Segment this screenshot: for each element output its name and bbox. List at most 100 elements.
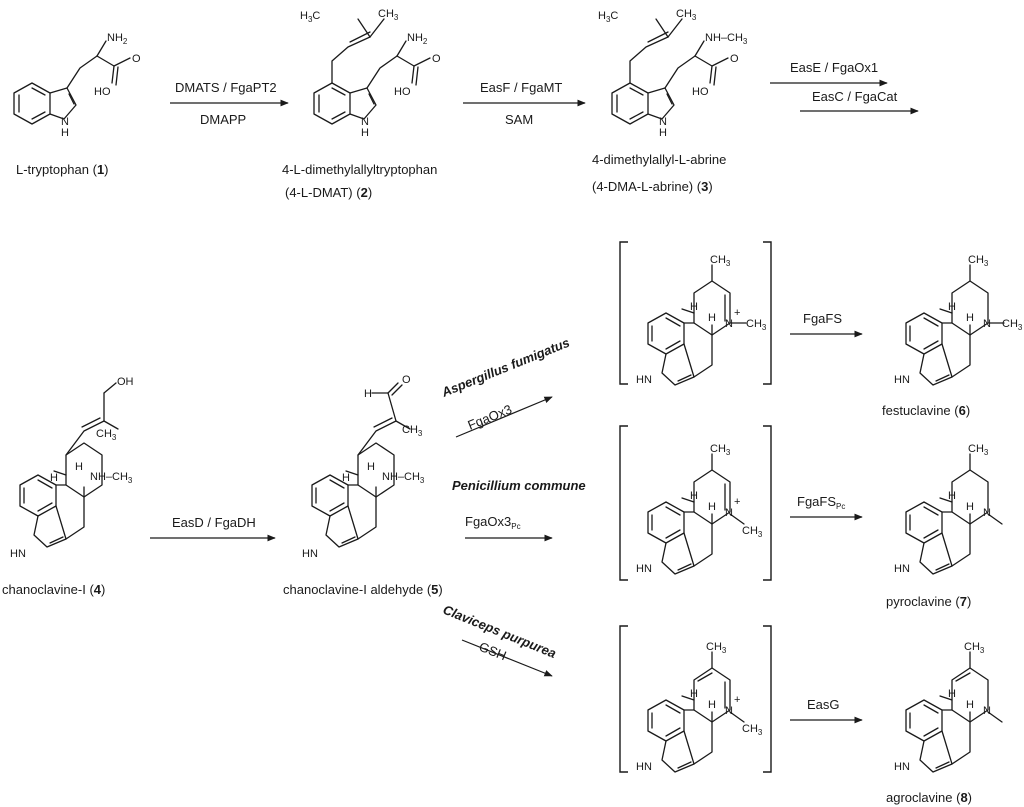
atom-h: H [948, 688, 956, 700]
label-compound-3-name: 4-dimethylallyl-L-abrine [592, 152, 726, 167]
enzyme-fgaox3-pc: FgaOx3Pc [465, 514, 521, 531]
structure-festuclavine: CH3 N CH3 H H HN [894, 254, 1023, 386]
atom-h: H [61, 127, 69, 139]
label-compound-6: festuclavine (6) [882, 403, 970, 418]
atom-nh2: NH2 [107, 32, 128, 46]
atom-ch3: CH3 [710, 443, 731, 457]
atom-h: H [342, 472, 350, 484]
atom-h: H [690, 490, 698, 502]
label-compound-2: (4-L-DMAT) (2) [285, 185, 372, 200]
enzyme-easf: EasF / FgaMT [480, 80, 562, 95]
label-compound-7: pyroclavine (7) [886, 594, 971, 609]
atom-n: N [983, 705, 991, 717]
atom-ch3: CH3 [1002, 318, 1023, 332]
atom-ch3: CH3 [706, 641, 727, 655]
atom-ch3: CH3 [964, 641, 985, 655]
atom-h: H [708, 501, 716, 513]
structure-pyroclavine: CH3 N H H HN [894, 443, 1003, 575]
bracket-left-cp [619, 625, 628, 773]
atom-nh-ch3: NH–CH3 [382, 471, 425, 485]
atom-h: H [75, 461, 83, 473]
atom-h: H [966, 501, 974, 513]
enzyme-ease: EasE / FgaOx1 [790, 60, 878, 75]
atom-plus: + [734, 694, 740, 706]
enzyme-easg: EasG [807, 697, 840, 712]
atom-n: N [725, 705, 733, 717]
atom-ch3: CH3 [402, 424, 423, 438]
atom-n: N [725, 318, 733, 330]
atom-n: N [361, 116, 369, 128]
atom-h: H [361, 127, 369, 139]
atom-h: H [966, 312, 974, 324]
atom-h: H [690, 688, 698, 700]
atom-o: O [730, 53, 739, 65]
label-compound-5: chanoclavine-I aldehyde (5) [283, 582, 443, 597]
atom-h: H [948, 301, 956, 313]
atom-hn: HN [894, 563, 910, 575]
enzyme-easc: EasC / FgaCat [812, 89, 898, 104]
atom-ch3: CH3 [96, 428, 117, 442]
atom-hn: HN [636, 563, 652, 575]
atom-h: H [948, 490, 956, 502]
atom-nh2: NH2 [407, 32, 428, 46]
atom-h3c: H3C [598, 10, 618, 24]
atom-plus: + [734, 496, 740, 508]
structure-agroclavine: CH3 N H H HN [894, 641, 1003, 773]
atom-ho: HO [94, 86, 111, 98]
bracket-right-pc [763, 425, 772, 581]
label-compound-3: (4-DMA-L-abrine) (3) [592, 179, 713, 194]
label-compound-1: L-tryptophan (1) [16, 162, 109, 177]
label-compound-4: chanoclavine-I (4) [2, 582, 105, 597]
arrow-cp [461, 639, 553, 677]
atom-h: H [659, 127, 667, 139]
atom-n: N [659, 116, 667, 128]
atom-n: N [983, 507, 991, 519]
atom-oh: OH [117, 376, 134, 388]
structure-iminium-cp: CH3 N + CH3 H H HN [636, 641, 763, 773]
enzyme-fgaox3-af: FgaOx3 [466, 402, 515, 433]
cofactor-sam: SAM [505, 112, 533, 127]
atom-hn: HN [636, 761, 652, 773]
atom-hn: HN [636, 374, 652, 386]
structure-4-l-dmat: H3C CH3 NH2 O HO N H [300, 8, 441, 139]
atom-n: N [983, 318, 991, 330]
atom-ch3: CH3 [742, 525, 763, 539]
bracket-right-af [763, 241, 772, 385]
structure-iminium-pc: CH3 N + CH3 H H HN [636, 443, 763, 575]
arrow-af [455, 396, 553, 438]
atom-ho: HO [394, 86, 411, 98]
cofactor-dmapp: DMAPP [200, 112, 246, 127]
structure-l-tryptophan: NH2 O HO N H [13, 32, 141, 139]
atom-nh-ch3: NH–CH3 [705, 32, 748, 46]
atom-h: H [708, 312, 716, 324]
label-compound-8: agroclavine (8) [886, 790, 972, 805]
organism-penicillium: Penicillium commune [452, 478, 586, 493]
atom-n: N [725, 507, 733, 519]
atom-hn: HN [302, 548, 318, 560]
atom-ho: HO [692, 86, 709, 98]
atom-h: H [690, 301, 698, 313]
enzyme-dmats: DMATS / FgaPT2 [175, 80, 277, 95]
atom-n: N [61, 116, 69, 128]
atom-h: H [966, 699, 974, 711]
atom-ch3: CH3 [968, 254, 989, 268]
atom-ch3: CH3 [968, 443, 989, 457]
bracket-right-cp [763, 625, 772, 773]
label-compound-2-name: 4-L-dimethylallyltryptophan [282, 162, 437, 177]
enzyme-fgafs-pc: FgaFSPc [797, 494, 845, 511]
bracket-left-pc [619, 425, 628, 581]
atom-h: H [50, 472, 58, 484]
atom-plus: + [734, 307, 740, 319]
atom-h3c: H3C [300, 10, 320, 24]
atom-ch3: CH3 [746, 318, 767, 332]
organism-aspergillus: Aspergillus fumigatus [439, 335, 572, 400]
atom-ch3: CH3 [378, 8, 399, 22]
reagent-gsh: GSH [477, 639, 509, 663]
atom-o: O [132, 53, 141, 65]
atom-hn: HN [10, 548, 26, 560]
atom-ch3: CH3 [710, 254, 731, 268]
atom-ch3: CH3 [676, 8, 697, 22]
structure-iminium-af: CH3 N + CH3 H H HN [636, 254, 767, 386]
atom-o: O [432, 53, 441, 65]
